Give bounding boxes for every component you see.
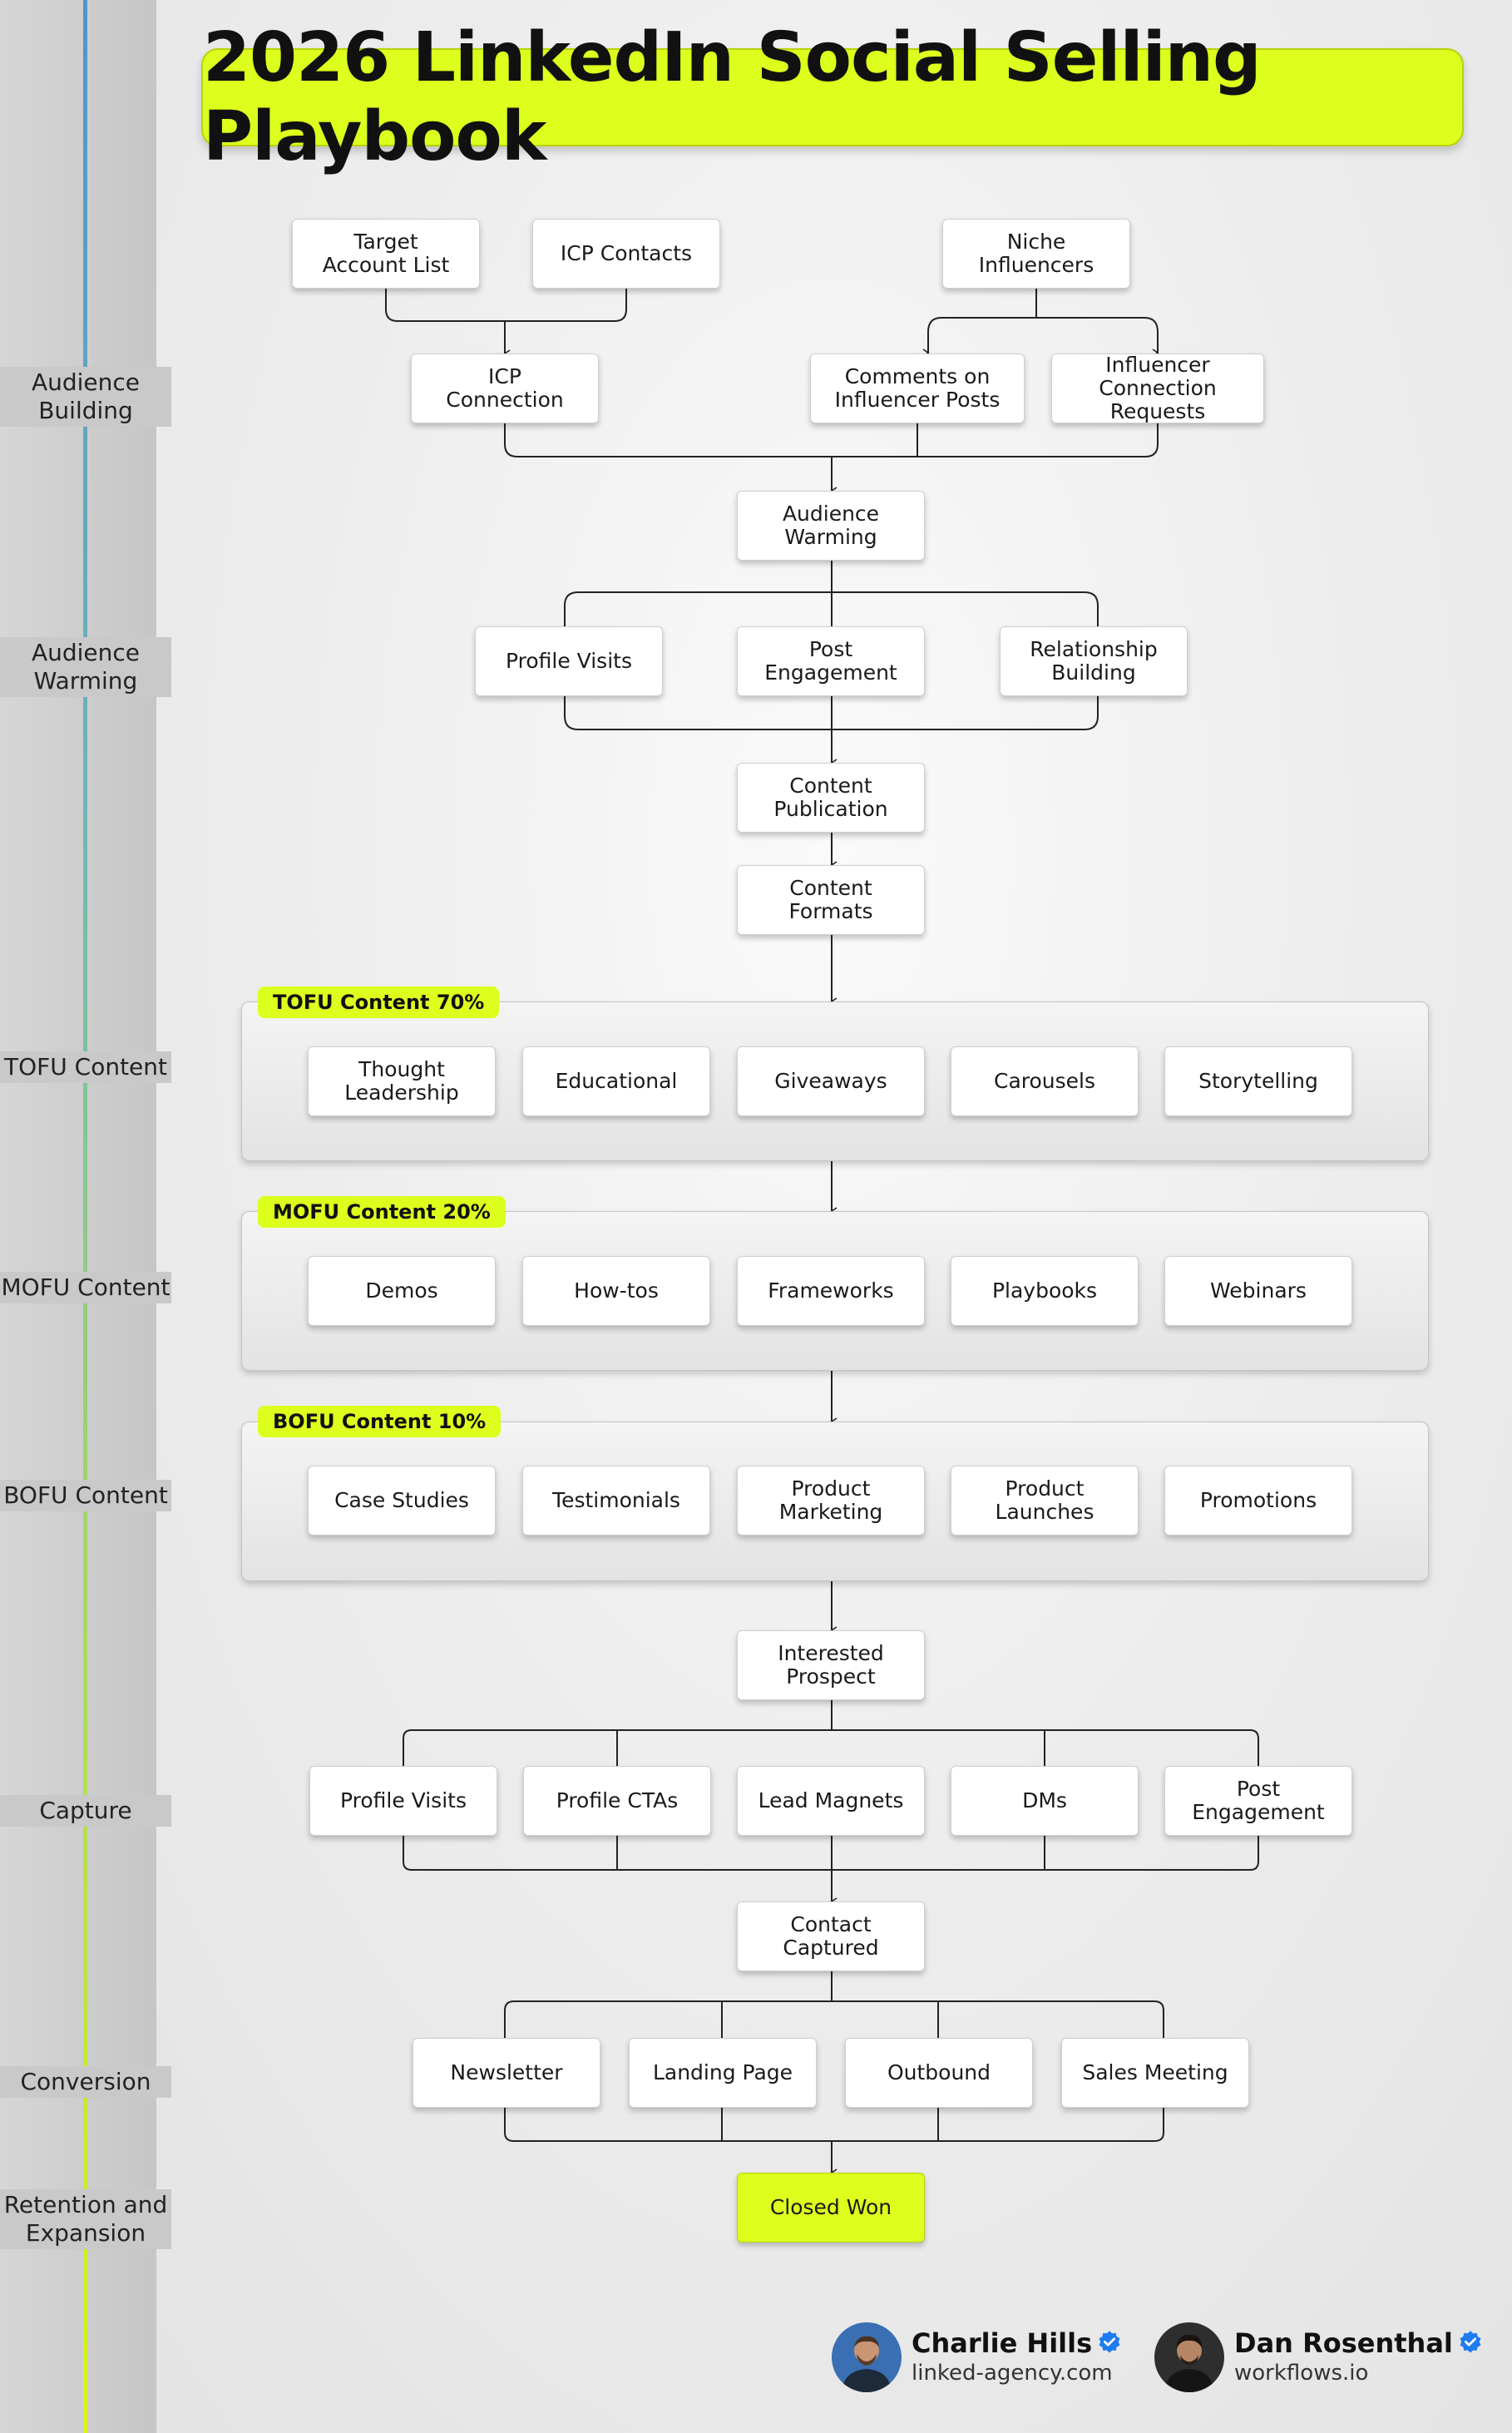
conversion-item: Landing Page (629, 2038, 817, 2108)
mofu-item: Frameworks (737, 1256, 925, 1326)
node-target-account-list: Target Account List (292, 219, 480, 289)
node-influencer-connection-requests: Influencer Connection Requests (1051, 354, 1264, 423)
stage-label-capture: Capture (0, 1795, 171, 1827)
bofu-item: Product Launches (951, 1466, 1139, 1535)
mofu-group-label: MOFU Content 20% (258, 1196, 506, 1228)
node-interested-prospect: Interested Prospect (737, 1630, 925, 1700)
tofu-item: Thought Leadership (308, 1046, 496, 1116)
stage-label-audience-warming: Audience Warming (0, 637, 171, 697)
mofu-item: Demos (308, 1256, 496, 1326)
tofu-group-label: TOFU Content 70% (258, 987, 500, 1018)
stage-rail-line (83, 0, 87, 2433)
node-relationship-building: Relationship Building (1000, 626, 1188, 696)
conversion-item: Sales Meeting (1061, 2038, 1249, 2108)
node-content-publication: Content Publication (737, 763, 925, 833)
author-name: Dan Rosenthal (1234, 2327, 1483, 2359)
avatar (832, 2322, 902, 2392)
mofu-item: Webinars (1164, 1256, 1352, 1326)
capture-item: Profile Visits (309, 1766, 497, 1836)
conversion-item: Newsletter (413, 2038, 600, 2108)
bofu-item: Case Studies (308, 1466, 496, 1535)
mofu-item: Playbooks (951, 1256, 1139, 1326)
bofu-item: Testimonials (522, 1466, 710, 1535)
capture-item: DMs (951, 1766, 1139, 1836)
capture-item: Post Engagement (1164, 1766, 1352, 1836)
tofu-item: Storytelling (1164, 1046, 1352, 1116)
node-niche-influencers: Niche Influencers (942, 219, 1130, 289)
stage-label-mofu: MOFU Content (0, 1272, 171, 1303)
avatar (1154, 2322, 1224, 2392)
stage-label-conversion: Conversion (0, 2066, 171, 2098)
capture-item: Profile CTAs (523, 1766, 711, 1836)
tofu-item: Giveaways (737, 1046, 925, 1116)
stage-label-tofu: TOFU Content (0, 1051, 171, 1083)
node-icp-contacts: ICP Contacts (532, 219, 720, 289)
node-warming-post-engagement: Post Engagement (737, 626, 925, 696)
node-icp-connection: ICP Connection (411, 354, 599, 423)
node-comments-on-influencer-posts: Comments on Influencer Posts (810, 354, 1025, 423)
author-site: workflows.io (1234, 2361, 1369, 2386)
tofu-item: Educational (522, 1046, 710, 1116)
node-content-formats: Content Formats (737, 865, 925, 935)
node-warming-profile-visits: Profile Visits (475, 626, 663, 696)
tofu-item: Carousels (951, 1046, 1139, 1116)
bofu-group-label: BOFU Content 10% (258, 1406, 502, 1437)
capture-item: Lead Magnets (737, 1766, 925, 1836)
bofu-item: Promotions (1164, 1466, 1352, 1535)
node-audience-warming: Audience Warming (737, 491, 925, 561)
author-name: Charlie Hills (912, 2327, 1122, 2359)
node-closed-won: Closed Won (737, 2173, 925, 2243)
stage-label-audience-building: Audience Building (0, 367, 171, 427)
author-site: linked-agency.com (912, 2361, 1113, 2386)
node-contact-captured: Contact Captured (737, 1901, 925, 1971)
stage-label-bofu: BOFU Content (0, 1480, 171, 1511)
bofu-item: Product Marketing (737, 1466, 925, 1535)
conversion-item: Outbound (845, 2038, 1033, 2108)
verified-badge-icon (1460, 2331, 1481, 2353)
verified-badge-icon (1099, 2331, 1120, 2353)
mofu-item: How-tos (522, 1256, 710, 1326)
stage-label-retention: Retention and Expansion (0, 2189, 171, 2249)
